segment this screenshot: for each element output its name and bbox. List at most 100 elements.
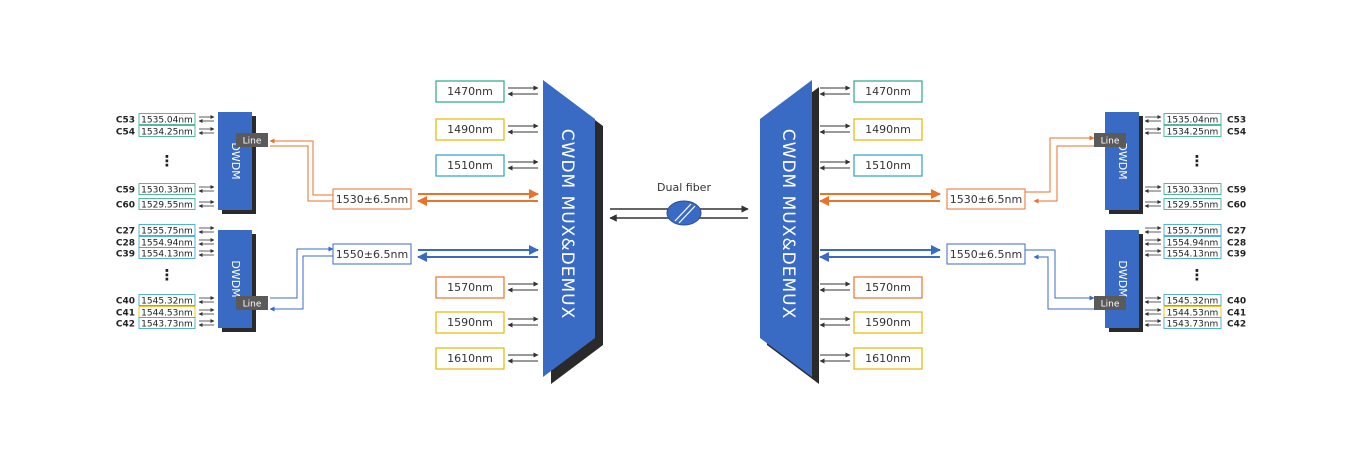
cwdm-port-left-1610nm: 1610nm xyxy=(435,347,539,370)
band-1550-right: 1550±6.5nm xyxy=(819,243,1095,310)
channel-wavelength: 1545.32nm xyxy=(141,297,193,307)
line-port: Line xyxy=(1094,133,1126,147)
channel-wavelength: 1530.33nm xyxy=(1167,186,1219,196)
band-1550-right-label: 1550±6.5nm xyxy=(950,248,1022,261)
channel-wavelength: 1534.25nm xyxy=(141,128,193,138)
band-1530-left: 1530±6.5nm xyxy=(269,138,539,210)
channel-wavelength: 1545.32nm xyxy=(1167,297,1219,307)
channel-id: C54 xyxy=(1227,128,1246,138)
channel-id: C40 xyxy=(1227,297,1246,307)
band-1550-left-label: 1550±6.5nm xyxy=(336,248,408,261)
cwdm-port-arrow xyxy=(507,159,539,171)
channel-id: C59 xyxy=(116,186,135,196)
cwdm-port-arrow xyxy=(507,281,539,293)
channel-id: C39 xyxy=(116,250,135,260)
cwdm-port-label: 1570nm xyxy=(865,281,911,294)
dwdm-label: DWDM xyxy=(1116,260,1129,297)
fiber-coil-icon xyxy=(666,200,702,226)
cwdm-port-label: 1610nm xyxy=(865,352,911,365)
cwdm-port-arrow xyxy=(819,352,851,364)
channel-id: C41 xyxy=(1227,309,1246,319)
channel-wavelength: 1530.33nm xyxy=(141,186,193,196)
dwdm-channel-row: C40 1545.32nm xyxy=(116,294,215,307)
cwdm-port-right-1590nm: 1590nm xyxy=(819,311,923,334)
channel-id: C54 xyxy=(116,128,135,138)
cwdm-port-label: 1590nm xyxy=(447,316,493,329)
cwdm-port-arrow xyxy=(507,123,539,135)
channel-wavelength: 1529.55nm xyxy=(1167,201,1219,211)
ellipsis-icon: ⋮ xyxy=(1190,266,1205,284)
channel-id: C60 xyxy=(1227,201,1246,211)
channel-wavelength: 1554.13nm xyxy=(1167,250,1219,260)
mux-left-label: CWDM MUX&DEMUX xyxy=(557,129,577,319)
cwdm-port-label: 1590nm xyxy=(865,316,911,329)
cwdm-port-arrow xyxy=(819,316,851,328)
cwdm-port-arrow xyxy=(507,316,539,328)
cwdm-port-arrow xyxy=(819,281,851,293)
band-1530-left-label: 1530±6.5nm xyxy=(336,193,408,206)
channel-wavelength: 1554.13nm xyxy=(141,250,193,260)
dwdm-label: DWDM xyxy=(229,260,242,297)
dwdm-label: DWDM xyxy=(229,142,242,179)
cwdm-port-left-1470nm: 1470nm xyxy=(435,80,539,103)
channel-wavelength: 1555.75nm xyxy=(141,227,193,237)
dual-fiber-label: Dual fiber xyxy=(657,181,711,194)
line-label: Line xyxy=(1101,300,1120,310)
channel-id: C53 xyxy=(116,116,135,126)
mux-left: CWDM MUX&DEMUX xyxy=(543,80,603,384)
channel-wavelength: 1544.53nm xyxy=(141,309,193,319)
channel-id: C40 xyxy=(116,297,135,307)
band-1530-right-label: 1530±6.5nm xyxy=(950,193,1022,206)
dwdm-label: DWDM xyxy=(1116,142,1129,179)
cwdm-port-label: 1470nm xyxy=(865,85,911,98)
channel-id: C27 xyxy=(1227,227,1246,237)
channel-wavelength: 1543.73nm xyxy=(1167,320,1219,330)
channel-wavelength: 1535.04nm xyxy=(1167,116,1219,126)
dwdm-channel-row: 1535.04nm C53 xyxy=(1144,113,1246,126)
mux-right: CWDM MUX&DEMUX xyxy=(760,80,819,384)
cwdm-port-arrow xyxy=(819,159,851,171)
cwdm-port-left-1570nm: 1570nm xyxy=(435,276,539,299)
line-label: Line xyxy=(243,300,262,310)
line-port: Line xyxy=(236,296,268,310)
dwdm-channel-row: 1529.55nm C60 xyxy=(1144,198,1246,211)
channel-wavelength: 1544.53nm xyxy=(1167,309,1219,319)
cwdm-port-right-1510nm: 1510nm xyxy=(819,154,923,177)
cwdm-port-label: 1510nm xyxy=(447,159,493,172)
channel-wavelength: 1555.75nm xyxy=(1167,227,1219,237)
ellipsis-icon: ⋮ xyxy=(160,266,175,284)
cwdm-port-arrow xyxy=(819,85,851,97)
dwdm-channel-row: C59 1530.33nm xyxy=(116,183,215,196)
cwdm-port-arrow xyxy=(819,123,851,135)
dwdm-channel-row: C54 1534.25nm xyxy=(116,125,215,138)
cwdm-port-right-1470nm: 1470nm xyxy=(819,80,923,103)
cwdm-port-label: 1570nm xyxy=(447,281,493,294)
dwdm-channel-row: C27 1555.75nm xyxy=(116,224,215,237)
channel-id: C28 xyxy=(116,239,135,249)
mux-right-label: CWDM MUX&DEMUX xyxy=(778,129,798,319)
channel-wavelength: 1554.94nm xyxy=(1167,239,1219,249)
channel-id: C27 xyxy=(116,227,135,237)
cwdm-port-left-1490nm: 1490nm xyxy=(435,118,539,141)
channel-id: C41 xyxy=(116,309,135,319)
cwdm-port-right-1490nm: 1490nm xyxy=(819,118,923,141)
cwdm-port-arrow xyxy=(507,85,539,97)
ellipsis-icon: ⋮ xyxy=(1190,152,1205,170)
cwdm-port-left-1590nm: 1590nm xyxy=(435,311,539,334)
channel-id: C53 xyxy=(1227,116,1246,126)
cwdm-port-label: 1610nm xyxy=(447,352,493,365)
cwdm-port-label: 1490nm xyxy=(447,123,493,136)
